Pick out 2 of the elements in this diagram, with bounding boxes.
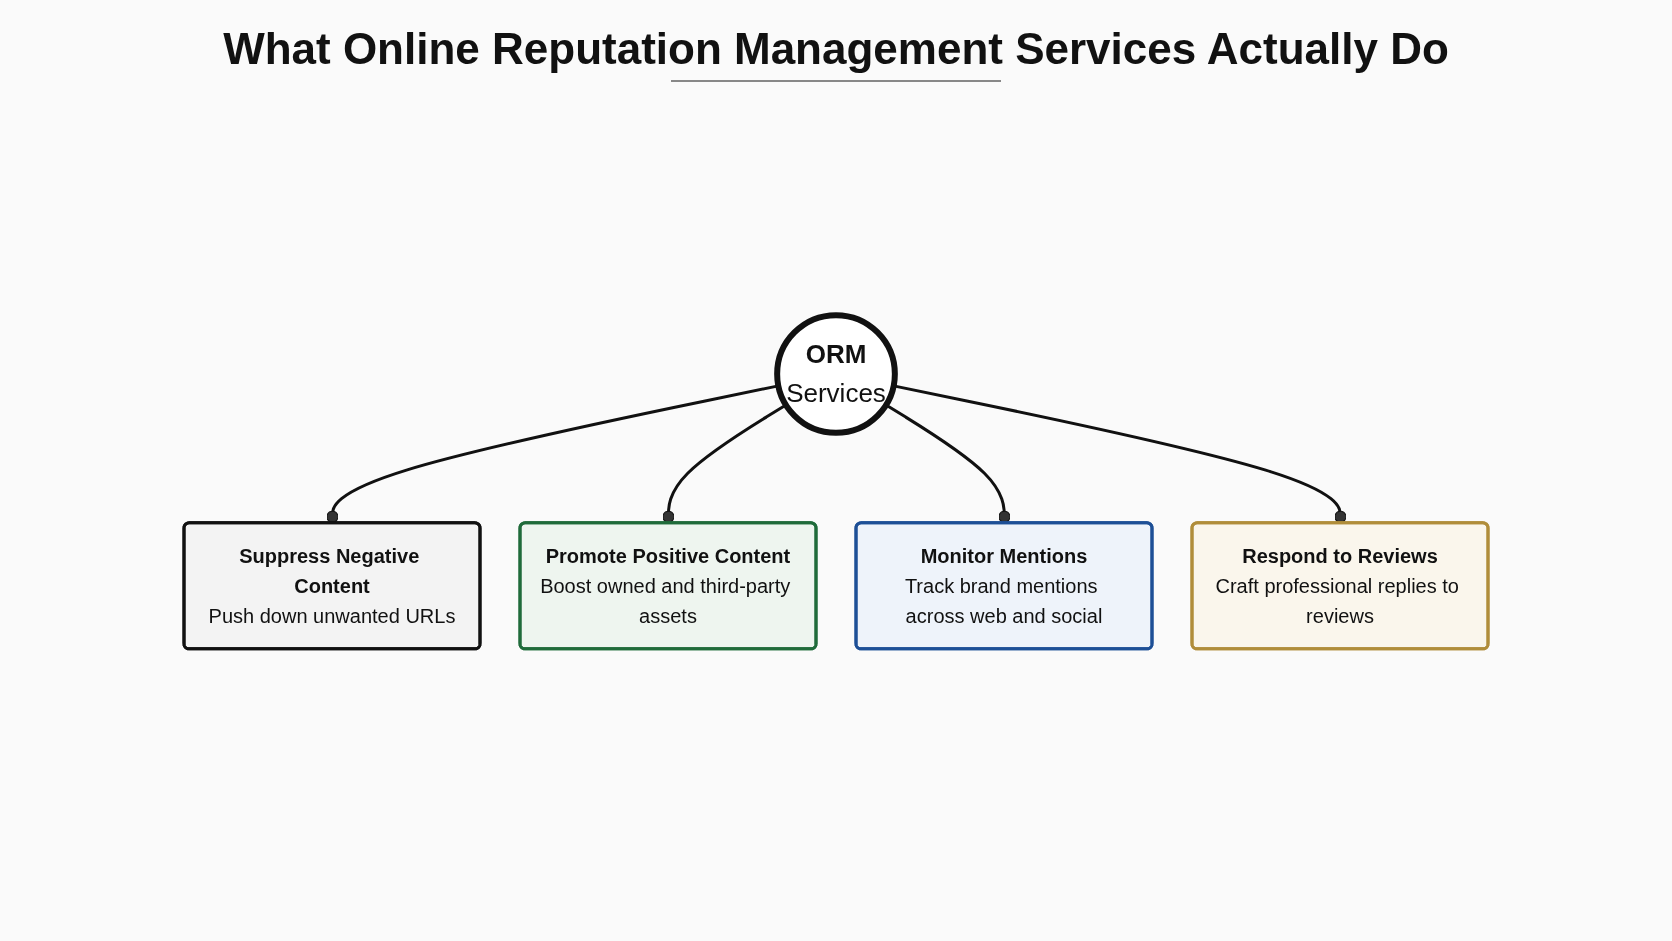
title: What Online Reputation Management Services Actually Do: [222, 24, 1450, 74]
node-circle: ORM Services: [774, 312, 898, 436]
